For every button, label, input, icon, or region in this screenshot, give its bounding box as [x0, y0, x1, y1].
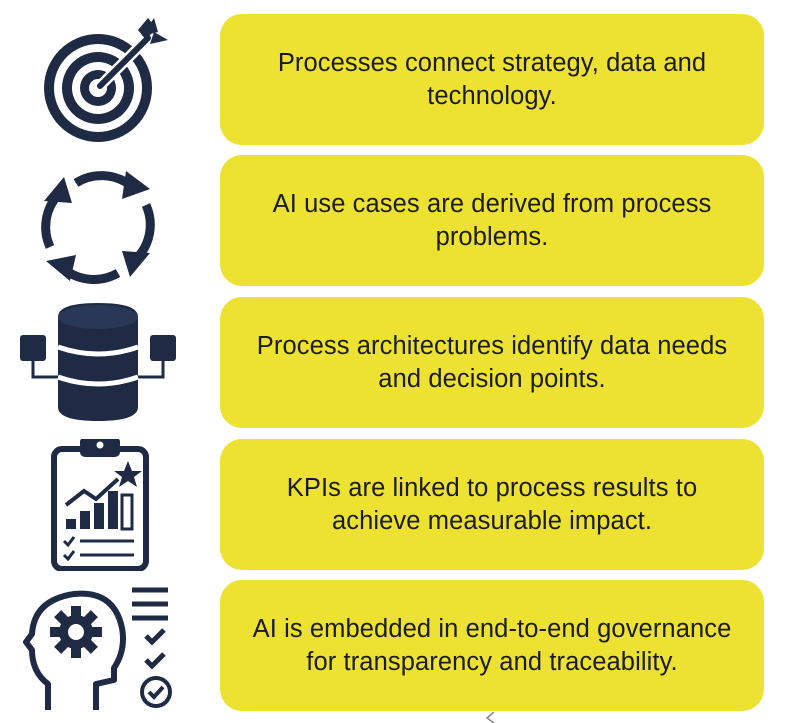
statement-card: Processes connect strategy, data and tec…: [220, 14, 764, 145]
statement-card: AI is embedded in end-to-end governance …: [220, 580, 764, 711]
item-row: AI is embedded in end-to-end governance …: [0, 580, 800, 712]
item-row: Process architectures identify data need…: [0, 297, 800, 429]
statement-text: KPIs are linked to process results to ac…: [286, 473, 698, 535]
statement-card: AI use cases are derived from process pr…: [220, 155, 764, 286]
cursor-mark-icon: [485, 712, 495, 723]
item-row: KPIs are linked to process results to ac…: [0, 439, 800, 571]
item-row: Processes connect strategy, data and tec…: [0, 14, 800, 146]
circular-arrows-icon: [18, 155, 178, 287]
kpi-clipboard-icon: [18, 439, 178, 571]
statement-card: Process architectures identify data need…: [220, 297, 764, 428]
statement-text: Processes connect strategy, data and tec…: [277, 48, 707, 110]
item-row: AI use cases are derived from process pr…: [0, 155, 800, 287]
database-network-icon: [18, 297, 178, 429]
statement-text: AI is embedded in end-to-end governance …: [252, 614, 732, 676]
statement-card: KPIs are linked to process results to ac…: [220, 439, 764, 570]
head-gear-checklist-icon: [18, 580, 178, 712]
statement-text: AI use cases are derived from process pr…: [272, 189, 712, 251]
statement-text: Process architectures identify data need…: [256, 331, 728, 393]
target-with-arrow-icon: [18, 14, 178, 146]
